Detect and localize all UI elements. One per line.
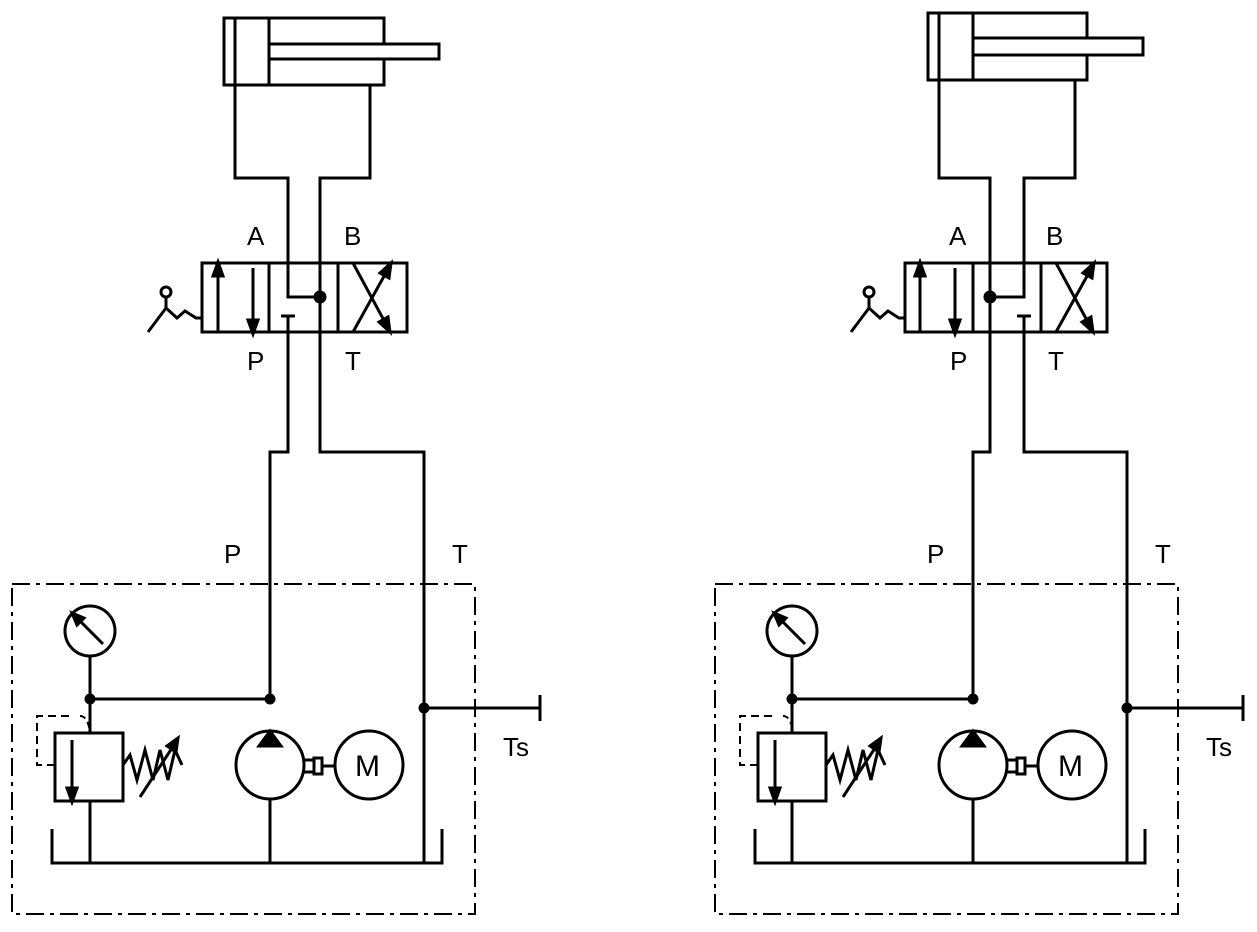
cylinder [222, 16, 441, 87]
unit-label-p: P [224, 539, 241, 569]
pump [234, 728, 306, 863]
cylinder-line-a [233, 85, 290, 263]
directional-valve [146, 257, 409, 339]
return-line-t [318, 332, 426, 863]
circuit-right-labels: A B P T P T Ts M [927, 221, 1232, 783]
unit-label-p: P [927, 539, 944, 569]
supply-line-p [971, 332, 992, 699]
port-label-t: T [1048, 346, 1064, 376]
circuit-right [714, 11, 1245, 915]
motor-label: M [1058, 750, 1083, 783]
relief-valve [36, 715, 184, 863]
directional-valve [849, 257, 1109, 339]
relief-valve [739, 715, 887, 863]
tank [753, 829, 1147, 865]
unit-label-t: T [1155, 539, 1171, 569]
pressure-gauge [63, 604, 117, 733]
coupling [1007, 756, 1038, 776]
port-label-p: P [950, 346, 967, 376]
cylinder-line-b [1022, 80, 1077, 263]
circuit-left-labels: A B P T P T Ts M [224, 221, 529, 783]
power-unit-boundary [11, 583, 476, 915]
port-label-b: B [344, 221, 361, 251]
pump [937, 728, 1009, 863]
cylinder [926, 11, 1145, 82]
pressure-gauge [765, 604, 819, 733]
motor-label: M [355, 750, 380, 783]
power-unit-boundary [714, 583, 1179, 915]
port-label-p: P [247, 346, 264, 376]
port-label-t: T [345, 346, 361, 376]
port-label-b: B [1046, 221, 1063, 251]
supply-line-p [268, 332, 290, 699]
circuit-left [11, 16, 542, 915]
ts-label: Ts [503, 732, 529, 762]
return-line-t [1022, 332, 1129, 863]
coupling [304, 756, 335, 776]
electric-motor [333, 729, 405, 801]
unit-label-t: T [452, 539, 468, 569]
electric-motor [1036, 729, 1108, 801]
cylinder-line-a [937, 80, 992, 263]
ts-label: Ts [1206, 732, 1232, 762]
port-label-a: A [247, 221, 265, 251]
cylinder-line-b [318, 85, 372, 263]
port-label-a: A [949, 221, 967, 251]
tank [50, 829, 444, 865]
